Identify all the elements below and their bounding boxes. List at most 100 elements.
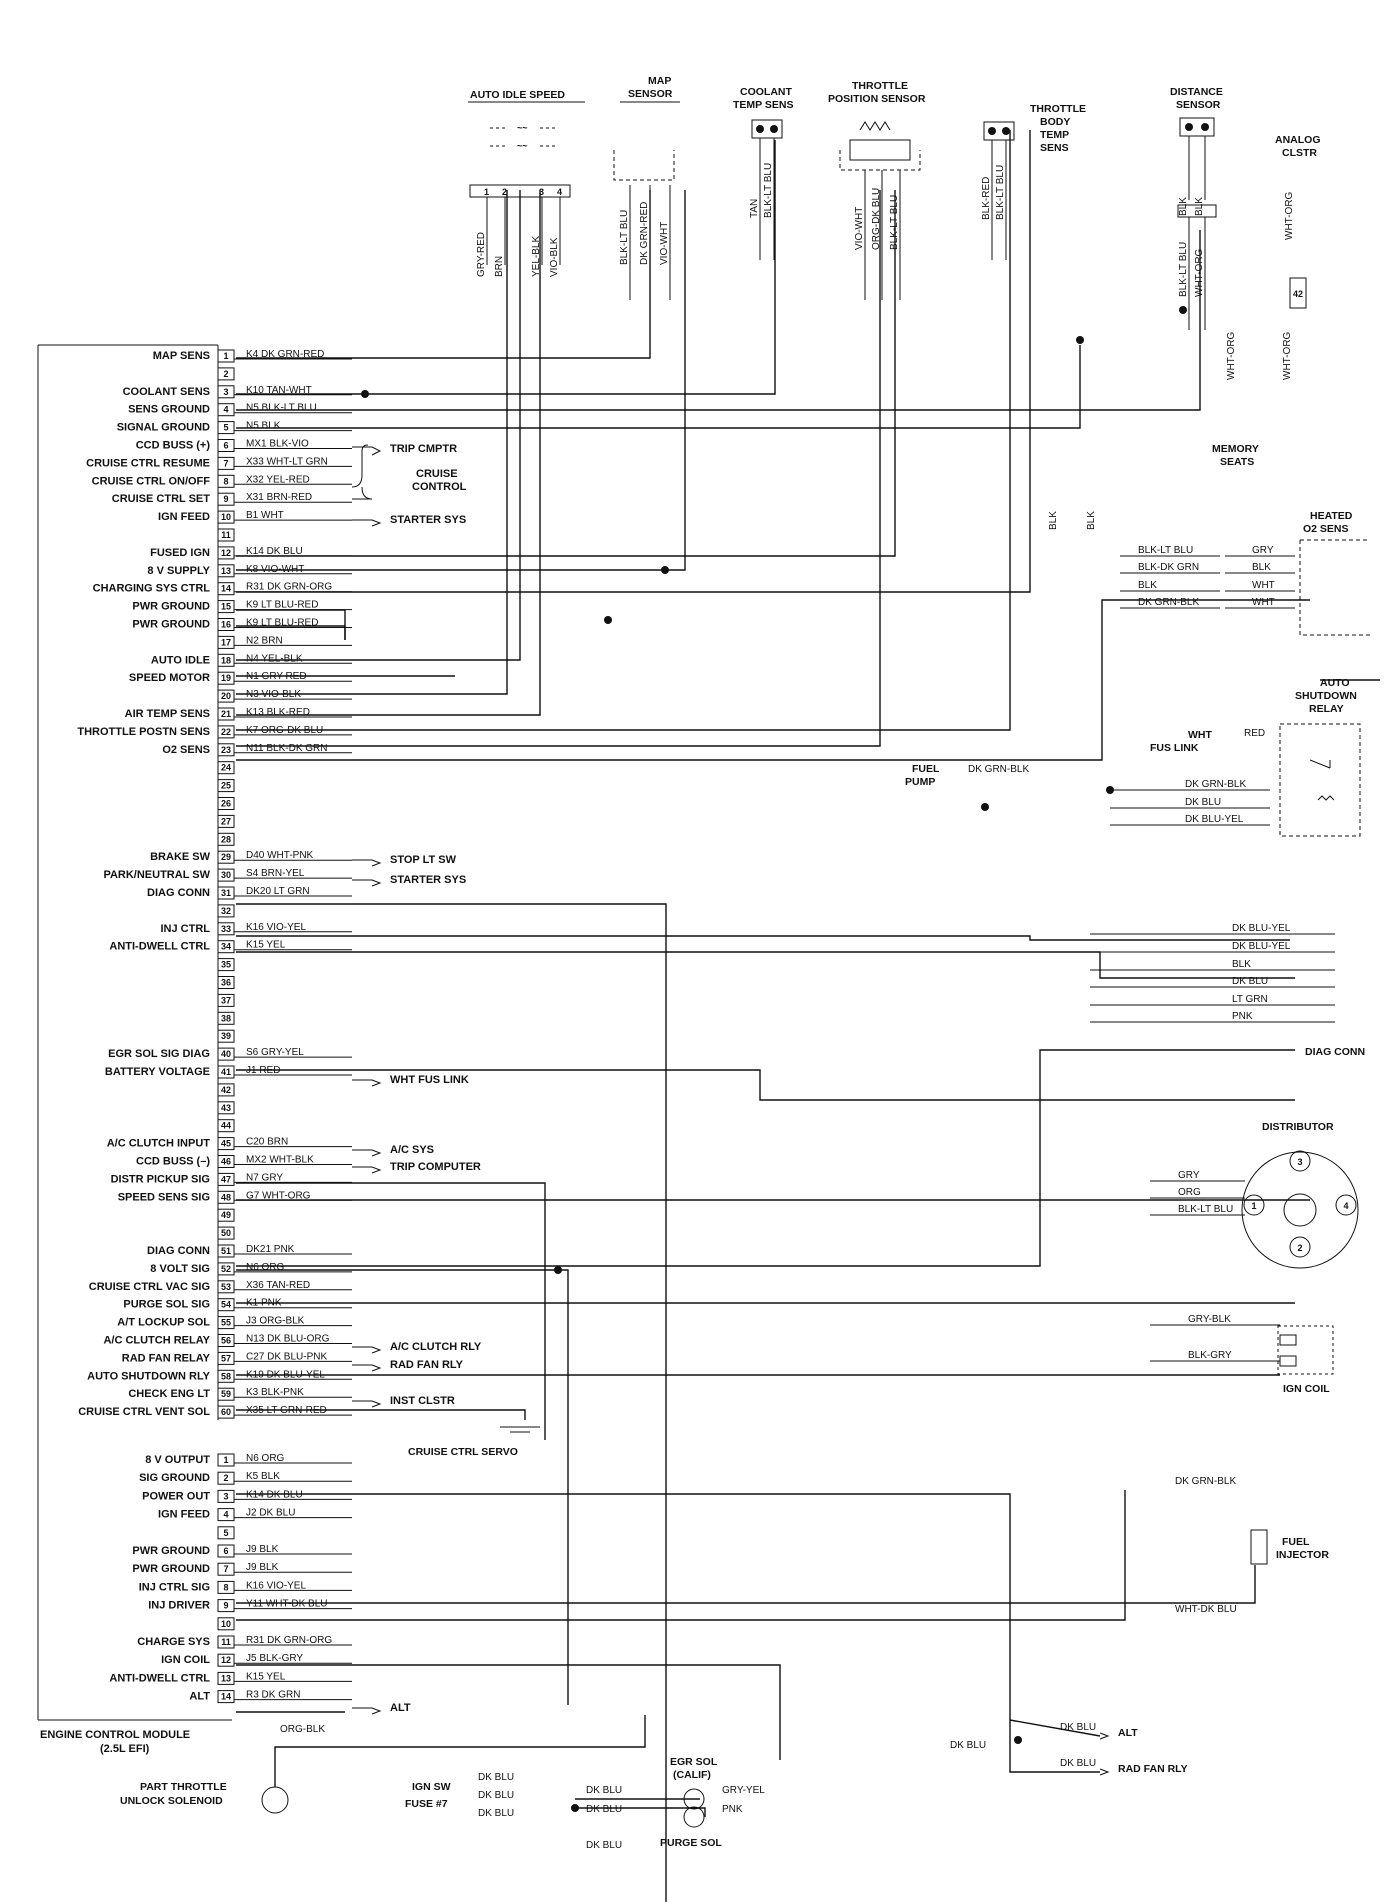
ecm60-pin-label: CRUISE CTRL VAC SIG bbox=[89, 1281, 210, 1293]
ecm60-pin-number: 35 bbox=[221, 960, 231, 970]
o2-right-wire-label: WHT bbox=[1252, 580, 1275, 591]
ecm14-pin-box bbox=[217, 1453, 235, 1467]
ecm60-pin-label: SIGNAL GROUND bbox=[117, 422, 210, 434]
diag-wire-label: LT GRN bbox=[1232, 994, 1268, 1005]
analog-title-2: CLSTR bbox=[1282, 147, 1317, 159]
ecm60-pin-wire: N13 DK BLU-ORG bbox=[246, 1334, 330, 1345]
distributor-terminal bbox=[1289, 1150, 1311, 1172]
wiring-network bbox=[236, 130, 1380, 1902]
o2-right-wire-label: GRY bbox=[1252, 545, 1274, 556]
ecm60-pin-box bbox=[217, 904, 235, 918]
svg-text:~~: ~~ bbox=[517, 141, 528, 151]
ecm60-pin-number: 58 bbox=[221, 1371, 231, 1381]
ecm60-pin-box bbox=[217, 1208, 235, 1222]
ign-dk-blu-2: DK BLU bbox=[478, 1790, 514, 1801]
ais-pin-number: 2 bbox=[502, 187, 507, 197]
ecm60-pin-box bbox=[217, 1244, 235, 1258]
cruise-servo-title: CRUISE CTRL SERVO bbox=[408, 1446, 518, 1458]
ecm60-pin-25: 25 bbox=[217, 779, 235, 793]
wht-org-a: WHT-ORG bbox=[1226, 331, 1237, 380]
ecm14-pin-wire: Y11 WHT-DK BLU bbox=[246, 1599, 328, 1610]
ecm14-pin-5: 5 bbox=[217, 1526, 235, 1540]
ecm60-pin-box bbox=[217, 1083, 235, 1097]
ecm14-pin-label: IGN FEED bbox=[158, 1509, 210, 1521]
alt-label: ALT bbox=[390, 1702, 411, 1714]
trip-computer-label: TRIP COMPUTER bbox=[390, 1161, 481, 1173]
ecm60-pin-box bbox=[217, 439, 235, 452]
ecm60-pin-number: 34 bbox=[221, 942, 231, 952]
ecm60-pin-wire: B1 WHT bbox=[246, 510, 284, 521]
ecm60-pin-box bbox=[217, 922, 235, 936]
ecm60-pin-label: INJ CTRL bbox=[161, 923, 211, 935]
ecm14-pin-number: 12 bbox=[221, 1655, 231, 1665]
ecm60-pin-box bbox=[217, 671, 235, 685]
ecm60-pin-number: 45 bbox=[221, 1139, 231, 1149]
distributor-title: DISTRIBUTOR bbox=[1262, 1121, 1334, 1133]
ecm60-pin-number: 37 bbox=[221, 995, 231, 1005]
ecm60-pin-label: CRUISE CTRL RESUME bbox=[86, 457, 210, 469]
ecm60-pin-box bbox=[217, 546, 235, 560]
ecm60-pin-box bbox=[217, 993, 235, 1007]
ecm14-pin-number: 7 bbox=[223, 1564, 228, 1574]
tbts-wire-label: BLK-LT BLU bbox=[995, 165, 1006, 220]
fuel-injector-title-1: FUEL bbox=[1282, 1536, 1310, 1548]
ais-pin-number: 3 bbox=[539, 187, 544, 197]
ais-pin-number: 4 bbox=[557, 187, 562, 197]
ecm60-pin-wire: N4 YEL-BLK bbox=[246, 653, 303, 664]
ecm60-pin-number: 41 bbox=[221, 1067, 231, 1077]
ecm60-pin-number: 5 bbox=[223, 423, 228, 433]
ecm60-pin-box bbox=[217, 1298, 235, 1312]
asd-wire-label: DK GRN-BLK bbox=[1185, 779, 1246, 790]
ecm60-pin-number: 25 bbox=[221, 781, 231, 791]
ecm14-pin-label: POWER OUT bbox=[142, 1490, 210, 1502]
o2-left-wire-label: BLK-DK GRN bbox=[1138, 562, 1199, 573]
ecm60-pin-label: EGR SOL SIG DIAG bbox=[108, 1048, 210, 1060]
ecm60-pin-label: A/C CLUTCH INPUT bbox=[107, 1138, 211, 1150]
pt-title-2: UNLOCK SOLENOID bbox=[120, 1795, 223, 1807]
ecm14-pin-number: 10 bbox=[221, 1619, 231, 1629]
ecm14-pin-wire: J5 BLK-GRY bbox=[246, 1653, 303, 1664]
ecm14-pin-box bbox=[217, 1599, 235, 1613]
ecm60-pin-number: 38 bbox=[221, 1013, 231, 1023]
ecm60-pin-box bbox=[217, 1119, 235, 1133]
ecm60-pin-wire: K9 LT BLU-RED bbox=[246, 600, 318, 611]
ecm14-pin-wire: R31 DK GRN-ORG bbox=[246, 1635, 332, 1646]
ecm60-pin-number: 1 bbox=[223, 351, 228, 361]
diag-wire-label: PNK bbox=[1232, 1011, 1253, 1022]
ecm60-pin-36: 36 bbox=[217, 976, 235, 989]
ign-sw-title: IGN SW bbox=[412, 1781, 451, 1793]
ecm60-pin-wire: X36 TAN-RED bbox=[246, 1280, 310, 1291]
diag-wire-label: DK BLU bbox=[1232, 976, 1268, 987]
ecm14-pin-box bbox=[217, 1617, 235, 1631]
ecm14-pin-box bbox=[217, 1562, 235, 1576]
ecm60-pin-11: 11 bbox=[217, 528, 235, 542]
pt-title-1: PART THROTTLE bbox=[140, 1781, 227, 1793]
wht-fus-link-label: WHT FUS LINK bbox=[390, 1074, 469, 1086]
ecm60-pin-label: CRUISE CTRL VENT SOL bbox=[78, 1406, 210, 1418]
ecm60-pin-label: PWR GROUND bbox=[132, 619, 210, 631]
ecm60-pin-box bbox=[217, 886, 235, 900]
inj-bot-wire: WHT-DK BLU bbox=[1175, 1604, 1237, 1615]
dist-top-wire-label: BLK bbox=[1194, 197, 1205, 216]
ecm60-pin-wire: MX1 BLK-VIO bbox=[246, 439, 309, 450]
ecm60-pin-box bbox=[217, 814, 235, 828]
ecm14-pin-box bbox=[217, 1508, 235, 1522]
ecm60-pin-number: 17 bbox=[221, 637, 231, 647]
ecm60-pin-wire: DK20 LT GRN bbox=[246, 886, 310, 897]
ecm60-pin-number: 28 bbox=[221, 834, 231, 844]
ecm60-pin-number: 16 bbox=[221, 620, 231, 630]
asd-title-3: RELAY bbox=[1309, 703, 1344, 715]
